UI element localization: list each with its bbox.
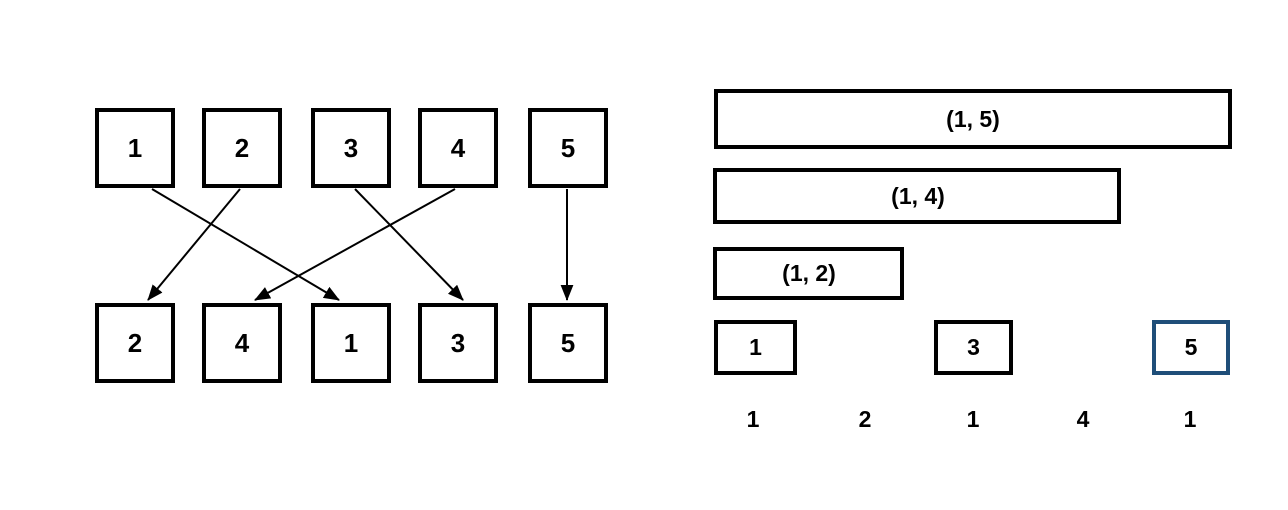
top-node-4[interactable]: 4 xyxy=(418,108,498,188)
top-node-3[interactable]: 3 xyxy=(311,108,391,188)
node-label: 2 xyxy=(234,133,250,163)
arrow-1-to-3 xyxy=(151,188,340,301)
count-label-2: 2 xyxy=(858,406,872,432)
interval-bar-label: (1, 4) xyxy=(891,182,945,209)
node-label: 1 xyxy=(127,133,143,163)
count-label-5: 1 xyxy=(1183,406,1197,432)
singleton-label: 5 xyxy=(1184,334,1198,360)
top-node-2[interactable]: 2 xyxy=(202,108,282,188)
node-label: 3 xyxy=(450,328,466,358)
node-label: 4 xyxy=(450,133,466,163)
singleton-box-3[interactable]: 3 xyxy=(934,320,1013,375)
singleton-box-5-highlighted[interactable]: 5 xyxy=(1152,320,1230,375)
bottom-node-1[interactable]: 2 xyxy=(95,303,175,383)
arrow-2-to-1 xyxy=(147,188,241,301)
bottom-node-4[interactable]: 3 xyxy=(418,303,498,383)
interval-bar-3[interactable]: (1, 2) xyxy=(713,247,904,300)
node-label: 5 xyxy=(560,133,576,163)
singleton-box-1[interactable]: 1 xyxy=(714,320,797,375)
node-label: 1 xyxy=(343,328,359,358)
count-label-3: 1 xyxy=(966,406,980,432)
interval-bar-label: (1, 5) xyxy=(946,105,1000,132)
node-label: 5 xyxy=(560,328,576,358)
bottom-node-5[interactable]: 5 xyxy=(528,303,608,383)
interval-bar-label: (1, 2) xyxy=(782,260,836,286)
permutation-arrows xyxy=(147,188,574,301)
count-label-4: 4 xyxy=(1076,406,1090,432)
node-label: 4 xyxy=(234,328,250,358)
interval-bar-1[interactable]: (1, 5) xyxy=(714,89,1232,149)
bottom-node-3[interactable]: 1 xyxy=(311,303,391,383)
bottom-node-2[interactable]: 4 xyxy=(202,303,282,383)
singleton-label: 1 xyxy=(749,334,762,360)
node-label: 2 xyxy=(127,328,143,358)
arrow-4-to-2 xyxy=(254,188,456,301)
count-label-1: 1 xyxy=(746,406,760,432)
singleton-label: 3 xyxy=(967,334,980,360)
arrow-3-to-4 xyxy=(354,188,464,301)
top-node-1[interactable]: 1 xyxy=(95,108,175,188)
interval-bar-2[interactable]: (1, 4) xyxy=(713,168,1121,224)
top-node-5[interactable]: 5 xyxy=(528,108,608,188)
node-label: 3 xyxy=(343,133,359,163)
